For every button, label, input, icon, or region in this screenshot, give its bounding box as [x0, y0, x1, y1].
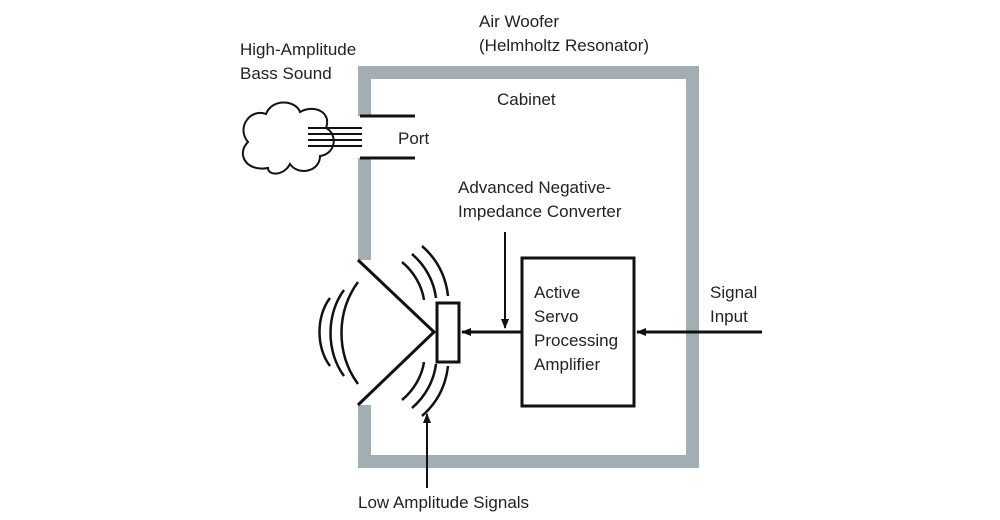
label-bass-sound: Bass Sound — [240, 64, 332, 83]
outside-sound-waves — [318, 281, 360, 385]
port-tube — [360, 114, 415, 160]
label-signal: Signal — [710, 283, 757, 302]
label-port: Port — [398, 129, 429, 148]
label-input: Input — [710, 307, 748, 326]
cabinet-wall-left-middle — [358, 158, 371, 260]
cabinet-wall-right — [686, 66, 699, 468]
port-sound-lines — [308, 127, 362, 147]
label-impedance-converter: Impedance Converter — [458, 202, 622, 221]
amplifier-box — [520, 256, 636, 408]
cabinet-wall-bottom — [358, 455, 699, 468]
driver-element — [435, 301, 461, 364]
cabinet-wall — [358, 66, 699, 468]
label-air-woofer: Air Woofer — [479, 12, 559, 31]
cabinet-wall-left-lower — [358, 405, 371, 468]
label-processing: Processing — [534, 331, 618, 350]
speaker-cone — [356, 258, 437, 407]
label-high-amplitude: High-Amplitude — [240, 40, 356, 59]
cabinet-wall-left-upper — [358, 66, 371, 116]
cabinet-wall-top — [358, 66, 699, 79]
label-low-amplitude-signals: Low Amplitude Signals — [358, 493, 529, 512]
label-servo: Servo — [534, 307, 578, 326]
inner-upper-sound-waves — [401, 245, 450, 301]
bass-sound-cloud-icon — [241, 101, 335, 175]
label-advanced-negative: Advanced Negative- — [458, 178, 611, 197]
label-cabinet: Cabinet — [497, 90, 556, 109]
label-active: Active — [534, 283, 580, 302]
inner-lower-sound-waves — [401, 361, 450, 417]
label-helmholtz-resonator: (Helmholtz Resonator) — [479, 36, 649, 55]
label-amplifier: Amplifier — [534, 355, 600, 374]
